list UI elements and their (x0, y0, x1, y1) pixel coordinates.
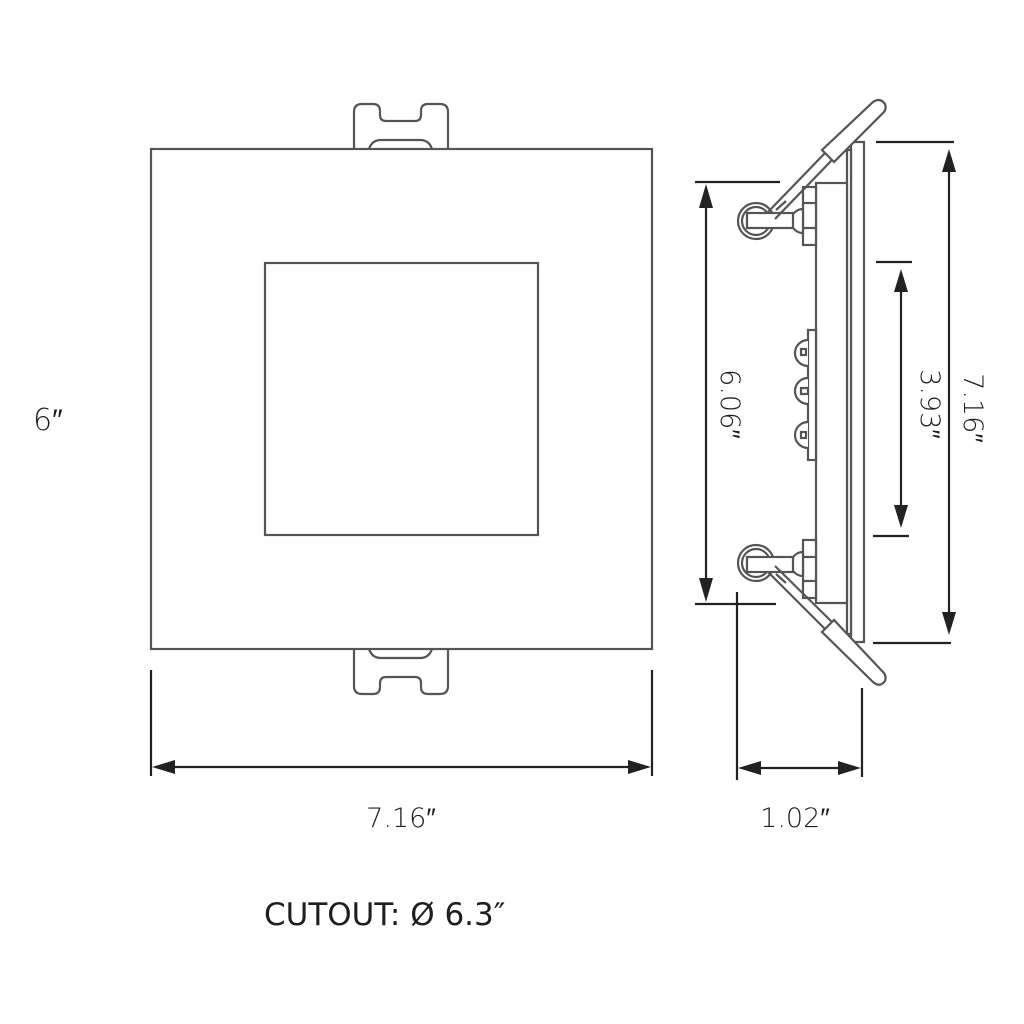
top-clip-inner (367, 138, 434, 150)
front-height-label: 6″ (33, 403, 63, 438)
trim-flange (849, 140, 866, 644)
connector-strip (806, 328, 818, 462)
front-width-dimension (149, 670, 654, 776)
housing-body (814, 181, 849, 605)
top-spring-bracket (801, 185, 818, 247)
bottom-spring-bracket (801, 538, 818, 600)
spring-height-dimension (695, 180, 780, 780)
housing-height-dimension (873, 260, 912, 538)
depth-dimension (738, 688, 864, 777)
overall-height-label: 7.16″ (957, 373, 988, 443)
top-mounting-clip (352, 102, 450, 149)
depth-label: 1.02″ (760, 803, 830, 834)
lens (263, 261, 540, 537)
bottom-spring-arm (767, 565, 887, 686)
overall-height-dimension (873, 140, 956, 645)
bottom-clip-inner (367, 648, 434, 660)
spring-height-label: 6.06″ (714, 369, 745, 439)
housing-height-label: 3.93″ (914, 369, 945, 439)
bottom-mounting-clip (352, 649, 450, 696)
top-spring-arm (767, 98, 887, 220)
front-view (149, 102, 654, 696)
front-width-label: 7.16″ (366, 803, 436, 834)
cutout-label: CUTOUT: Ø 6.3″ (264, 897, 505, 933)
side-view (736, 98, 887, 686)
